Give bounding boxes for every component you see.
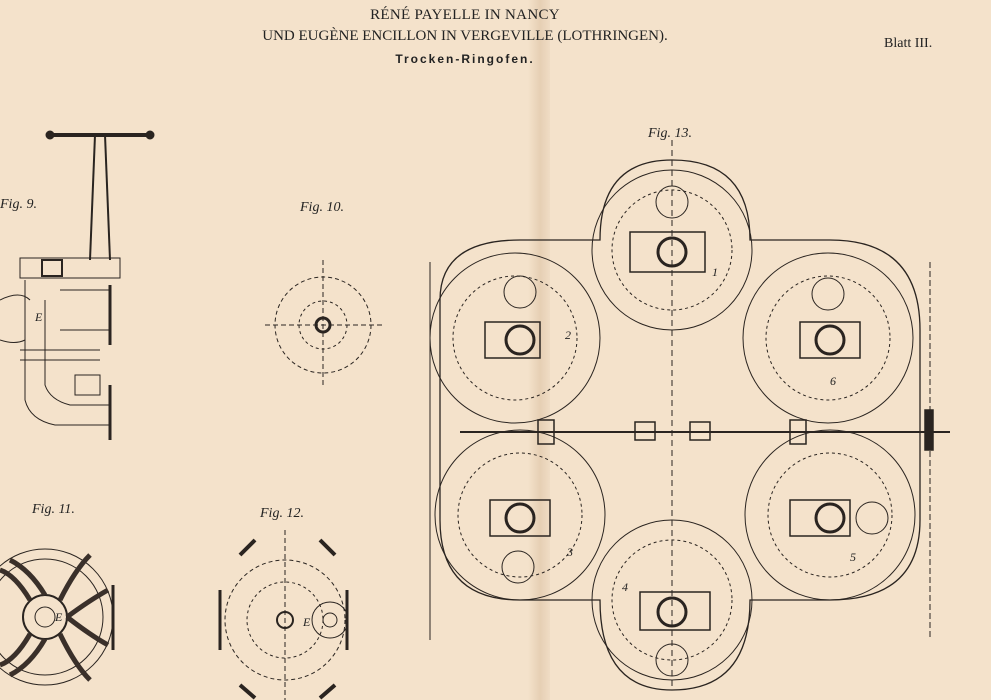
- chamber-4-label: 4: [622, 580, 628, 594]
- fig10-label: Fig. 10.: [300, 200, 344, 215]
- chamber-2-label: 2: [565, 328, 571, 342]
- header-line-2: UND EUGÈNE ENCILLON IN VERGEVILLE (LOTHR…: [262, 28, 668, 44]
- fig13-label: Fig. 13.: [648, 126, 692, 141]
- fig13-kiln-plan: [429, 140, 950, 691]
- fig9-valve-drawing: [0, 130, 155, 440]
- fig9-label: Fig. 9.: [0, 197, 37, 212]
- drawing-subtitle: Trocken-Ringofen.: [395, 52, 535, 66]
- chamber-6-label: 6: [830, 374, 836, 388]
- fig11-label: Fig. 11.: [32, 502, 75, 517]
- sheet-number: Blatt III.: [884, 36, 933, 51]
- fig12-e-label: E: [303, 615, 311, 629]
- fig11-wheel-drawing: [0, 548, 115, 686]
- chamber-circles: [429, 169, 916, 681]
- chamber-1-label: 1: [712, 265, 718, 279]
- fig11-e-label: E: [55, 610, 63, 624]
- header-line-1: RÉNÉ PAYELLE IN NANCY: [370, 7, 560, 23]
- fig10-drawing: [265, 260, 385, 385]
- fig9-e-label: E: [35, 310, 43, 324]
- fig12-wheel-drawing: [218, 530, 349, 700]
- chamber-3-label: 3: [567, 545, 573, 559]
- chamber-5-label: 5: [850, 550, 856, 564]
- chamber-mechanisms: [484, 231, 934, 631]
- fig12-label: Fig. 12.: [260, 506, 304, 521]
